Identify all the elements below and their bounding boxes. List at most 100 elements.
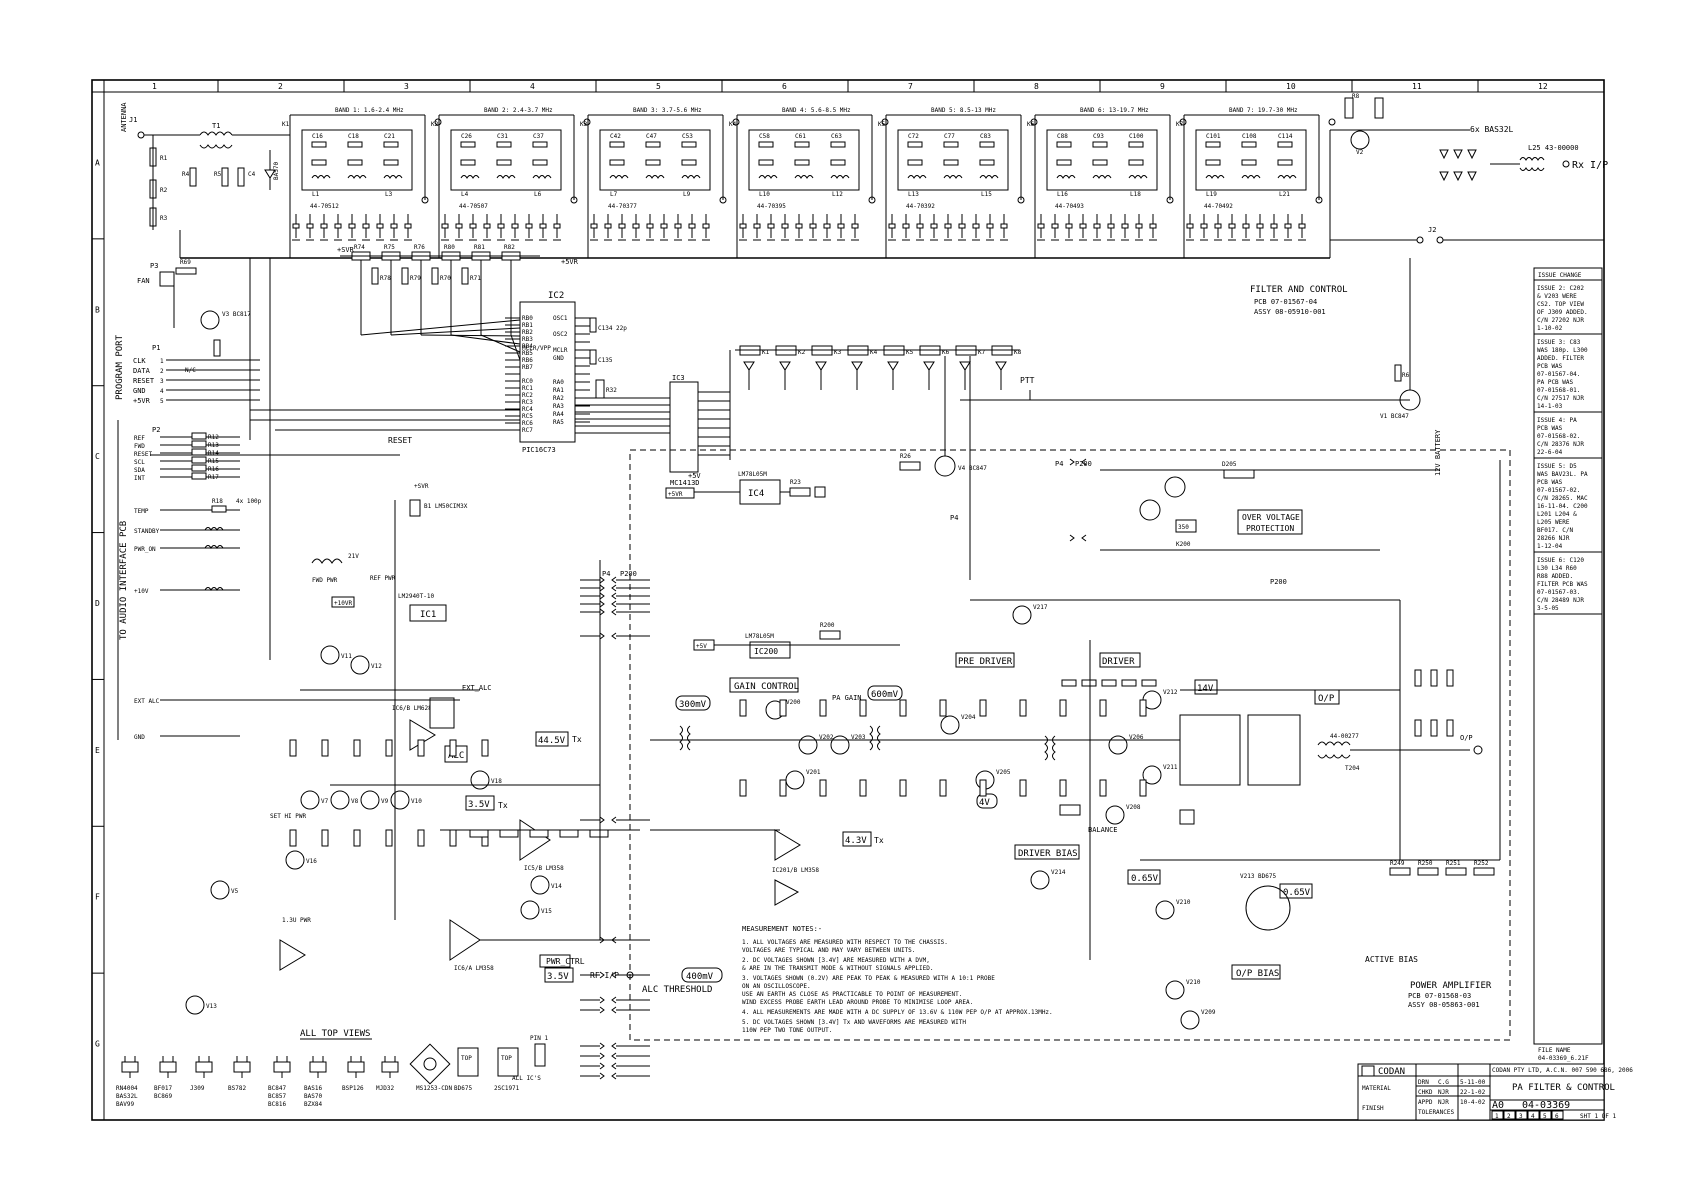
cap-ref: C114 <box>1278 133 1293 140</box>
opamp-ic5 <box>519 819 551 861</box>
svg-text:PROTECTION: PROTECTION <box>1246 524 1294 533</box>
resistor-ref: R251 <box>1446 860 1461 867</box>
resistor <box>1389 867 1411 876</box>
capacitor <box>1092 141 1108 148</box>
svg-text:IC6/B LM6282M: IC6/B LM6282M <box>392 705 439 712</box>
resistor <box>589 829 609 838</box>
shunt-cap <box>1270 223 1278 229</box>
filter-section <box>897 129 1009 191</box>
column-marker: 4 <box>530 82 535 91</box>
transistor-ref: V10 <box>411 798 422 805</box>
svg-text:R26: R26 <box>900 453 911 460</box>
issue-entry-line: 1-10-02 <box>1537 325 1563 332</box>
svg-text:C135: C135 <box>598 357 613 364</box>
ic-pin-label: MCLR <box>553 347 568 354</box>
sheet-size: A0 <box>1492 1100 1504 1111</box>
transistor <box>390 790 410 810</box>
ic3-part: MC1413D <box>670 479 700 487</box>
legend-name: BS782 <box>228 1085 246 1092</box>
svg-text:SET HI PWR: SET HI PWR <box>270 813 307 820</box>
port-pin-name: +5VR <box>133 397 151 405</box>
filter-title: FILTER AND CONTROL <box>1250 285 1348 295</box>
shunt-cap <box>986 223 994 229</box>
shunt-cap <box>497 223 505 229</box>
cap-ref: C58 <box>759 133 770 140</box>
relay-contact <box>719 196 727 204</box>
issue-entry-line: L30 L34 R60 <box>1537 565 1577 572</box>
inductor <box>1128 175 1148 179</box>
svg-text:T204: T204 <box>1345 765 1360 772</box>
shunt-cap <box>753 223 761 229</box>
shunt-cap <box>1242 223 1250 229</box>
issue-number-cell <box>1503 1110 1516 1120</box>
svg-text:BAS70: BAS70 <box>273 162 280 180</box>
filter-assy: ASSY 08-05910-001 <box>1254 308 1326 316</box>
ic1-regulator <box>409 604 447 622</box>
resistor <box>211 505 227 513</box>
transistor-ref: V12 <box>371 663 382 670</box>
inductor-ref: L6 <box>534 191 542 198</box>
svg-text:APPD: APPD <box>1418 1099 1433 1106</box>
inductor <box>383 175 403 179</box>
issue-number: 4 <box>1531 1113 1535 1120</box>
relay-label: K3 <box>580 121 588 128</box>
legend-item: BS782 <box>228 1056 251 1092</box>
ic-pin-label: RA1 <box>553 387 564 394</box>
flyback-diode <box>743 361 755 371</box>
connector-pin <box>599 576 605 584</box>
svg-text:J2: J2 <box>1428 226 1436 234</box>
resistor <box>1019 699 1027 717</box>
resistor <box>1414 669 1422 687</box>
issue-entry-line: 07-01567-04. <box>1537 371 1580 378</box>
transistor-v3 <box>200 310 220 330</box>
resistor <box>385 739 393 757</box>
shunt-cap <box>469 223 477 229</box>
port-pin-name: INT <box>134 475 145 482</box>
cap-ref: C108 <box>1242 133 1257 140</box>
shunt-cap <box>972 223 980 229</box>
resistor <box>1446 719 1454 737</box>
port-pin-name: PWR_ON <box>134 546 156 553</box>
measurement-notes: MEASUREMENT NOTES:- 1. ALL VOLTAGES ARE … <box>742 925 1053 1034</box>
resistor <box>1099 779 1107 797</box>
opamp-ic201a <box>774 879 800 906</box>
connector-pin <box>611 600 617 608</box>
antenna-connector[interactable] <box>137 131 145 139</box>
capacitor <box>383 141 399 148</box>
capacitor <box>496 159 512 166</box>
v44-label: 44.5V <box>538 736 566 746</box>
transistor <box>1105 805 1125 825</box>
transformer <box>679 725 683 751</box>
ic-pin-label: RA4 <box>553 411 564 418</box>
rx-output-connector[interactable] <box>1562 160 1570 168</box>
transistor-ref: V13 <box>206 1003 217 1010</box>
band-label: BAND 1: 1.6-2.4 MHz <box>335 107 404 114</box>
resistor <box>1019 779 1027 797</box>
issue-entry-line: WAS 180p. L300 <box>1537 347 1588 354</box>
relay-ref: K1 <box>762 349 770 356</box>
shunt-cap <box>767 223 775 229</box>
capacitor <box>794 159 810 166</box>
ic-pin-label: RC7 <box>522 427 533 434</box>
port-pin-name: TEMP <box>134 508 149 515</box>
pa-output-connector[interactable] <box>1473 745 1483 755</box>
capacitor <box>758 141 774 148</box>
svg-text:300mV: 300mV <box>679 700 707 710</box>
resistor-ref: R82 <box>504 244 515 251</box>
p4-mark: P4 <box>950 514 958 522</box>
issue-entry-line: BF017. C/N <box>1537 527 1574 534</box>
issue-number-cell <box>1515 1110 1528 1120</box>
resistor <box>859 699 867 717</box>
svg-text:D205: D205 <box>1222 461 1237 468</box>
rf-input-connector[interactable] <box>626 971 634 979</box>
connector-pin <box>611 1042 617 1050</box>
port-pin-name: +10V <box>134 588 149 595</box>
svg-text:V4 BC847: V4 BC847 <box>958 465 987 472</box>
resistor <box>371 267 379 285</box>
legend-name: BF017 <box>154 1085 172 1092</box>
